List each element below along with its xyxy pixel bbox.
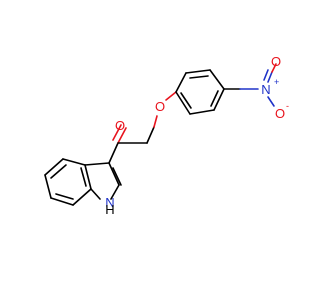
ether-linkage <box>146 91 177 144</box>
ether-oxygen-label: O <box>155 99 165 114</box>
indole-pyrrole-ring <box>84 162 122 200</box>
ketone-oxygen-label: O <box>115 118 125 133</box>
indole-benzene-ring <box>44 158 92 206</box>
indole-hydrogen-label: H <box>105 202 114 217</box>
nitro-oxygen-bottom-charge: - <box>286 101 289 111</box>
nitro-group <box>223 63 277 107</box>
nitro-oxygen-top-label: O <box>271 54 281 69</box>
carbonyl-group <box>108 124 148 164</box>
nitro-nitrogen-label: N <box>261 82 270 97</box>
nitro-oxygen-bottom-label: O <box>275 106 285 121</box>
nitro-nitrogen-charge: + <box>274 77 279 87</box>
indole-nitrogen-label: N <box>105 195 114 210</box>
molecule-structure: O O N + O O - N H <box>44 54 289 217</box>
nitrophenyl-ring <box>175 69 225 115</box>
